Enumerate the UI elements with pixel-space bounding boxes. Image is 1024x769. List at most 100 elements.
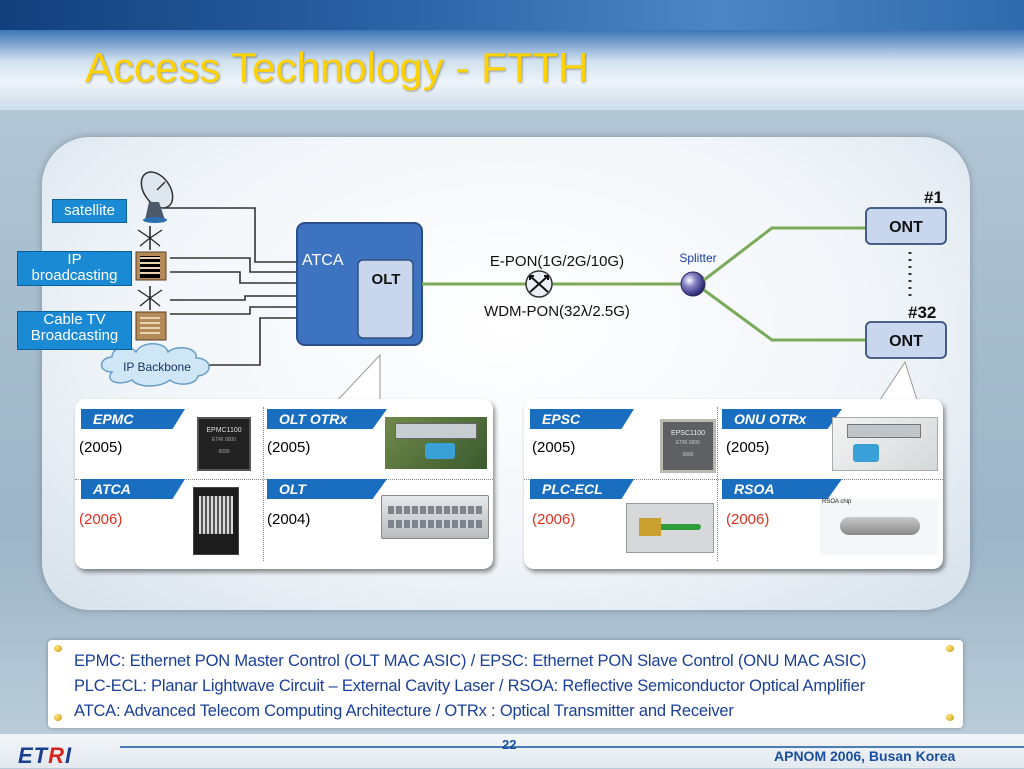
atca-chassis: ATCA OLT [296, 222, 423, 346]
tag-olt-otrx: OLT OTRx [267, 409, 387, 429]
left-callout-pointer [333, 353, 381, 404]
event-label: APNOM 2006, Busan Korea [774, 748, 956, 764]
ont-first-label: ONT [889, 219, 923, 236]
footer-rule [120, 746, 1024, 748]
year-plc-ecl: (2006) [532, 511, 576, 528]
legend-line-2: PLC-ECL: Planar Lightwave Circuit – Exte… [74, 677, 865, 695]
splitter-label: Splitter [679, 251, 716, 265]
ip-broadcast-building-icon [135, 226, 167, 281]
epmc-chip-text-3: 0000 [218, 449, 230, 455]
plc-ecl-photo [626, 503, 714, 553]
ip-broadcasting-line1: IP [67, 251, 82, 268]
link-satellite [165, 207, 300, 263]
drop-fiber-first [703, 226, 865, 282]
legend-pin-tr [946, 645, 954, 652]
epmc-chip-text-2: ETRI 0000 [212, 437, 236, 443]
title-band [0, 0, 1024, 110]
satellite-dish-icon [140, 171, 174, 223]
legend-pin-br [946, 714, 954, 721]
epsc-chip-text-3: 0000 [682, 452, 694, 458]
epmc-chip-text: EPMC1100 [206, 427, 242, 434]
ont-first-number: #1 [924, 188, 943, 207]
cable-tv-label: Cable TV Broadcasting [17, 311, 132, 350]
tag-epsc: EPSC [530, 409, 634, 429]
splitter-icon [680, 271, 706, 297]
epmc-chip-photo: EPMC1100 ETRI 0000 0000 [197, 417, 251, 471]
tag-plc-ecl: PLC-ECL [530, 479, 634, 499]
olt-otrx-photo [385, 417, 487, 469]
tag-onu-otrx: ONU OTRx [722, 409, 842, 429]
epon-label: E-PON(1G/2G/10G) [490, 253, 624, 270]
etri-logo: ETRI [18, 743, 72, 769]
ip-broadcasting-label: IP broadcasting [17, 251, 132, 286]
right-callout-pointer [877, 360, 919, 404]
cable-tv-line2: Broadcasting [30, 327, 119, 344]
olt-side-callout: EPMC (2005) EPMC1100 ETRI 0000 0000 OLT … [75, 399, 493, 569]
callout-divider-right [717, 407, 719, 561]
link-backbone [205, 317, 300, 366]
tag-olt: OLT [267, 479, 387, 499]
transceiver-module [395, 423, 477, 439]
link-cable-tv-a [170, 295, 300, 301]
ont-first-box [865, 207, 947, 245]
logo-part-c: I [65, 743, 73, 768]
epsc-chip-text-2: ETRI 0000 [676, 440, 700, 446]
wdm-label: WDM-PON(32λ/2.5G) [484, 303, 630, 320]
year-olt-otrx: (2005) [267, 439, 311, 456]
atca-label: ATCA [302, 252, 344, 269]
rsoa-photo: RSOA chip [820, 499, 938, 555]
satellite-label: satellite [52, 199, 127, 223]
onu-side-callout: EPSC (2005) EPSC1100 ETRI 0000 0000 ONU … [524, 399, 943, 569]
olt-system-photo [381, 495, 489, 539]
tag-epmc: EPMC [81, 409, 185, 429]
ont-last-box [865, 321, 947, 359]
link-cable-tv-b [170, 306, 300, 315]
olt-ports [388, 506, 482, 514]
onu-transceiver-module [847, 424, 921, 438]
onu-fiber-connector [853, 444, 879, 462]
year-rsoa: (2006) [726, 511, 770, 528]
plc-ecl-package [639, 518, 661, 536]
page-number: 22 [502, 737, 517, 752]
legend-line-1: EPMC: Ethernet PON Master Control (OLT M… [74, 652, 867, 670]
year-olt: (2004) [267, 511, 311, 528]
atca-blades [199, 496, 233, 534]
ip-broadcasting-line2: broadcasting [31, 267, 118, 284]
epsc-chip-photo: EPSC1100 ETRI 0000 0000 [660, 419, 716, 473]
year-atca: (2006) [79, 511, 123, 528]
tag-atca: ATCA [81, 479, 185, 499]
network-diagram: IP Backbone ATCA OLT E-PON(1G/2G/10G) WD… [100, 171, 947, 404]
fiber-connector [425, 443, 455, 459]
footer-bar [0, 734, 1024, 768]
olt-ports-2 [388, 520, 482, 528]
year-epmc: (2005) [79, 439, 123, 456]
link-ip-broadcasting-b [170, 271, 300, 284]
rsoa-module [840, 517, 920, 535]
ont-last-number: #32 [908, 303, 936, 322]
atca-photo [193, 487, 239, 555]
link-ip-broadcasting-a [170, 257, 300, 273]
satellite-label-text: satellite [64, 202, 115, 219]
abbreviation-legend: EPMC: Ethernet PON Master Control (OLT M… [48, 640, 963, 728]
cable-tv-line1: Cable TV [43, 311, 106, 328]
ip-backbone-cloud-icon: IP Backbone [100, 343, 210, 387]
olt-box [357, 259, 414, 339]
epsc-chip-text: EPSC1100 [670, 430, 706, 437]
legend-pin-tl [54, 645, 62, 652]
legend-line-3: ATCA: Advanced Telecom Computing Archite… [74, 702, 734, 720]
cable-tv-building-icon [135, 286, 167, 341]
rsoa-chip-label: RSOA chip [822, 499, 852, 505]
year-epsc: (2005) [532, 439, 576, 456]
logo-part-b: R [48, 743, 66, 768]
source-links [165, 207, 300, 366]
plc-ecl-fiber [661, 524, 701, 530]
title-band-sweep [0, 0, 1024, 30]
ont-last-label: ONT [889, 333, 923, 350]
logo-part-a: ET [18, 743, 49, 768]
drop-fiber-last [703, 288, 865, 342]
ip-backbone-label: IP Backbone [123, 360, 191, 374]
onu-otrx-photo [832, 417, 938, 471]
slide-title: Access Technology - FTTH [85, 44, 589, 91]
wdm-coupler-icon [525, 270, 553, 298]
tag-rsoa: RSOA [722, 479, 842, 499]
